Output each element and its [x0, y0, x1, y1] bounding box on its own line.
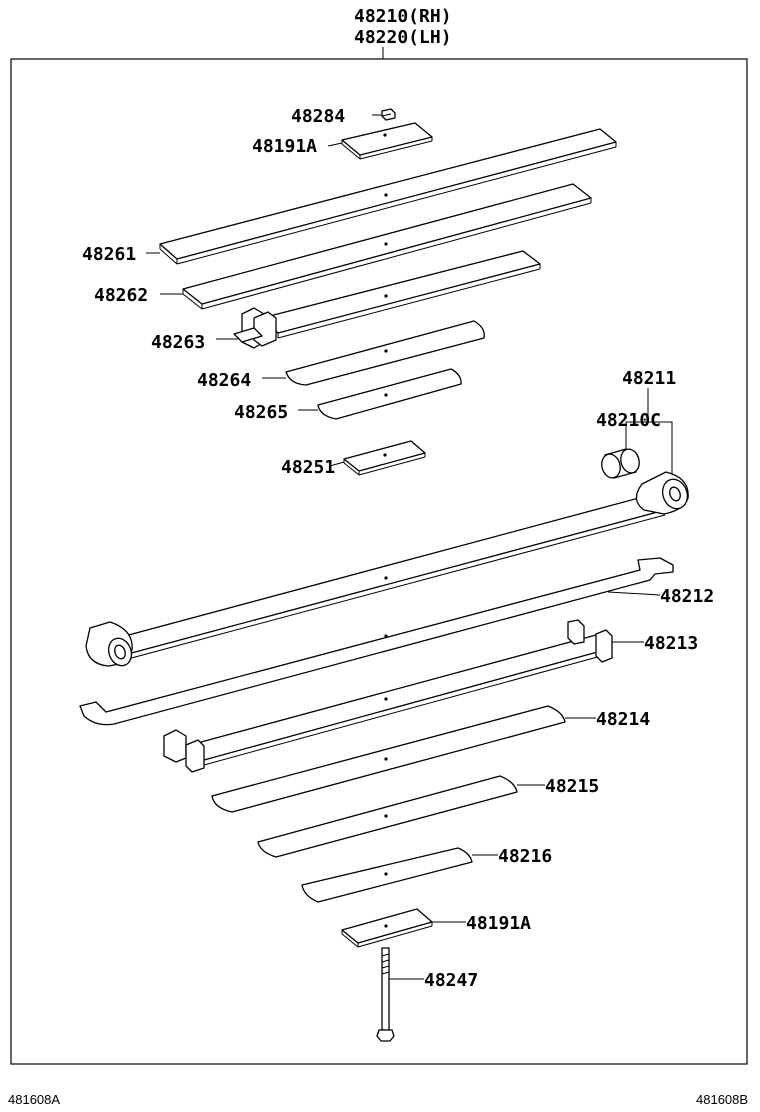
- part-leaf-48263[interactable]: [216, 250, 541, 349]
- label-48247: 48247: [424, 970, 478, 991]
- part-leaf-48262[interactable]: [160, 183, 592, 310]
- label-48263: 48263: [151, 332, 205, 353]
- label-48213: 48213: [644, 633, 698, 654]
- label-48264: 48264: [197, 370, 251, 391]
- part-leaf-48214[interactable]: [211, 705, 596, 813]
- diagram-frame: [10, 58, 748, 1065]
- part-plate-48191a-top[interactable]: [327, 122, 433, 160]
- label-48211: 48211: [622, 368, 676, 389]
- label-48216: 48216: [498, 846, 552, 867]
- label-48191a-top: 48191A: [252, 136, 317, 157]
- label-48262: 48262: [94, 285, 148, 306]
- part-leaf-48265[interactable]: [298, 368, 462, 420]
- assembly-label-rh: 48210(RH): [354, 6, 452, 27]
- part-leaf-48216[interactable]: [301, 847, 498, 903]
- part-plate-48191a-bottom[interactable]: [341, 908, 466, 948]
- assembly-label-lh: 48220(LH): [354, 27, 452, 48]
- label-48265: 48265: [234, 402, 288, 423]
- footer-code-left: 481608A: [8, 1092, 60, 1107]
- part-leaf-48212[interactable]: [79, 557, 674, 726]
- part-center-bolt-48247[interactable]: [376, 947, 424, 1042]
- part-leaf-48261[interactable]: [146, 128, 617, 265]
- footer-code-right: 481608B: [696, 1092, 748, 1107]
- label-48210c: 48210C: [596, 410, 661, 431]
- label-48214: 48214: [596, 709, 650, 730]
- part-plate-48251[interactable]: [329, 440, 426, 476]
- part-leaf-48264[interactable]: [262, 320, 485, 386]
- part-main-leaf-48211[interactable]: [85, 471, 691, 669]
- part-leaf-48215[interactable]: [257, 775, 545, 858]
- part-nut-48284[interactable]: [372, 108, 396, 121]
- part-bushing-48210c[interactable]: [599, 447, 642, 480]
- label-48251: 48251: [281, 457, 335, 478]
- label-48212: 48212: [660, 586, 714, 607]
- label-48261: 48261: [82, 244, 136, 265]
- label-48284: 48284: [291, 106, 345, 127]
- label-48191a-bottom: 48191A: [466, 913, 531, 934]
- label-48215: 48215: [545, 776, 599, 797]
- part-leaf-48213[interactable]: [163, 619, 644, 773]
